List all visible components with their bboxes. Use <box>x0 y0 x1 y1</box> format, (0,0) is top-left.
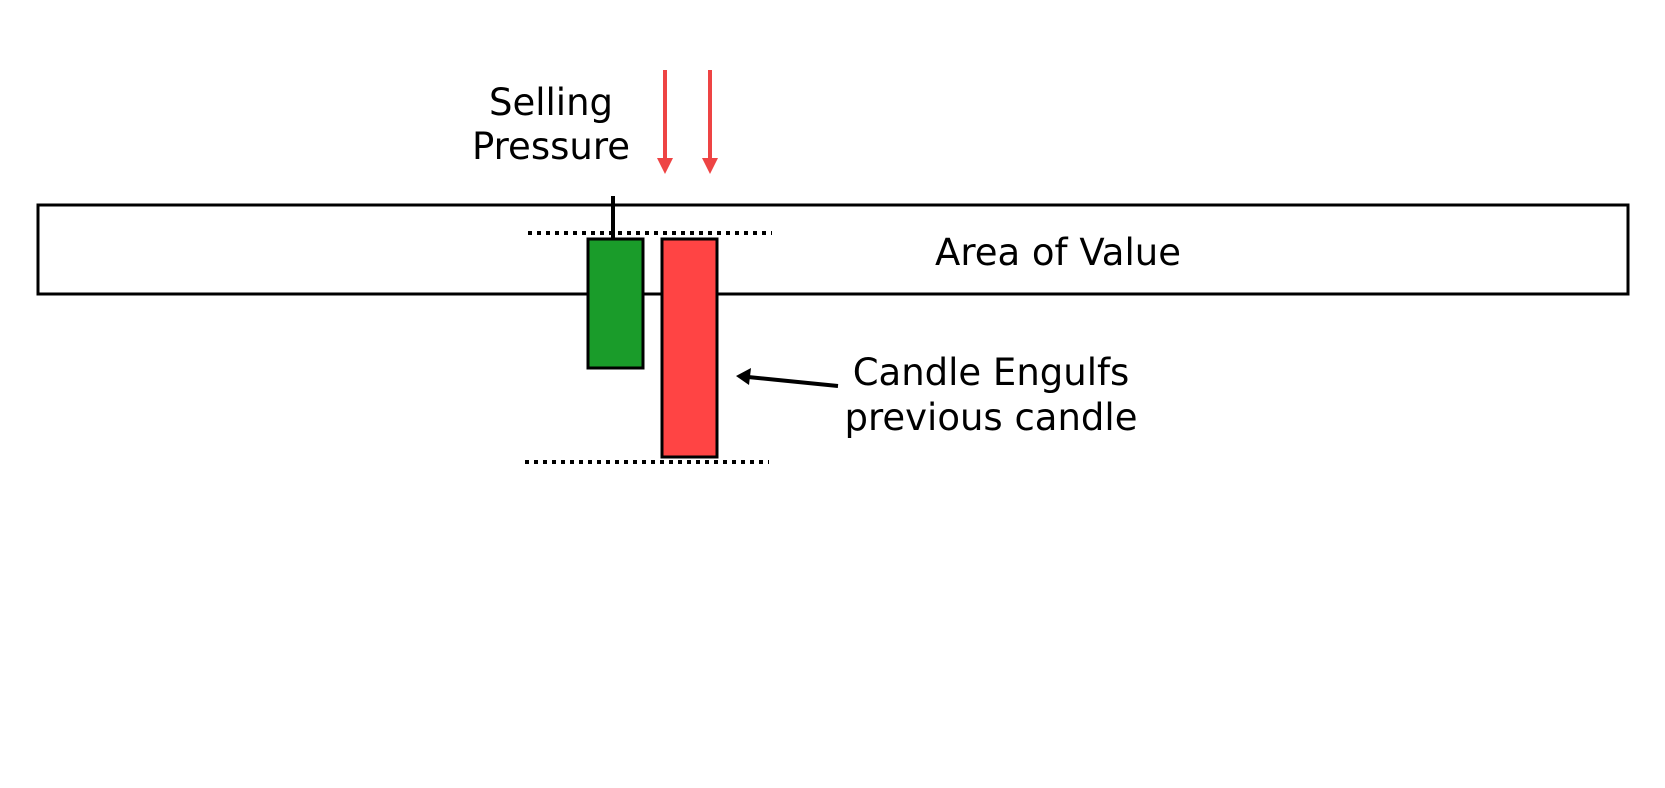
arrow-left-icon <box>736 368 839 388</box>
area-of-value-box <box>36 203 1630 296</box>
bearish-engulfing-candle <box>660 237 719 459</box>
engulf-label-line2: previous candle <box>845 396 1138 439</box>
selling-pressure-label-line2: Pressure <box>472 125 630 168</box>
engulf-label-line1: Candle Engulfs <box>853 351 1130 394</box>
arrow-down-icon <box>702 70 718 174</box>
area-of-value-label: Area of Value <box>935 231 1181 274</box>
bullish-candle <box>586 237 645 370</box>
arrow-down-icon <box>657 70 673 174</box>
selling-pressure-label-line1: Selling <box>489 81 613 124</box>
